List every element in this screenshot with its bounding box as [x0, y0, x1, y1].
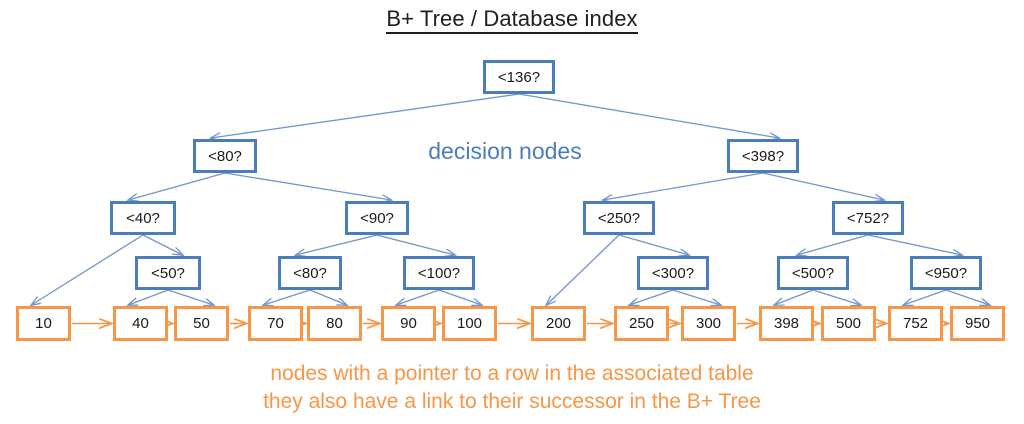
leaf-node-l398[interactable]: 398	[759, 306, 814, 341]
tree-edge-d398-to-d250	[603, 172, 764, 200]
leaf-node-l10[interactable]: 10	[16, 306, 71, 341]
tree-edge-d100-to-l100	[438, 289, 482, 305]
leaf-node-l40[interactable]: 40	[113, 306, 168, 341]
tree-edge-d90-to-d80b	[296, 234, 378, 255]
decision-node-d250[interactable]: <250?	[583, 201, 655, 235]
decision-node-label: <90?	[360, 209, 394, 227]
leaf-node-label: 950	[964, 315, 991, 332]
leaf-node-l752[interactable]: 752	[888, 306, 943, 341]
leaf-node-label: 70	[267, 315, 284, 332]
decision-node-label: <398?	[741, 147, 785, 165]
leaf-node-label: 300	[695, 315, 722, 332]
leaf-node-label: 50	[193, 315, 210, 332]
tree-edge-d300-to-l300	[672, 289, 721, 305]
leaf-node-l200[interactable]: 200	[531, 306, 586, 341]
decision-node-label: <300?	[651, 264, 695, 282]
tree-edge-d950-to-l950	[945, 289, 990, 305]
leaf-node-label: 752	[902, 315, 929, 332]
page-title: B+ Tree / Database index	[0, 6, 1024, 34]
leaf-node-label: 250	[628, 315, 655, 332]
page-title-text: B+ Tree / Database index	[386, 6, 638, 34]
tree-edge-d100-to-l90	[396, 289, 440, 305]
decision-node-label: <50?	[151, 264, 185, 282]
leaf-node-label: 10	[35, 315, 52, 332]
decision-node-d90[interactable]: <90?	[345, 201, 409, 235]
leaf-node-label: 80	[326, 315, 343, 332]
decision-node-d752[interactable]: <752?	[832, 201, 904, 235]
tree-edge-d90-to-d100	[376, 234, 455, 255]
decision-node-d50[interactable]: <50?	[135, 256, 201, 290]
decision-node-label: <80?	[293, 264, 327, 282]
decision-node-d80[interactable]: <80?	[193, 139, 257, 173]
decision-node-d136[interactable]: <136?	[483, 60, 555, 94]
leaf-node-label: 40	[132, 315, 149, 332]
decision-nodes-label: decision nodes	[428, 138, 582, 164]
tree-edge-d80-to-d40	[128, 172, 226, 200]
leaf-node-l950[interactable]: 950	[950, 306, 1005, 341]
decision-node-label: <136?	[497, 68, 541, 86]
decision-node-d100[interactable]: <100?	[403, 256, 475, 290]
tree-edge-d250-to-d300	[618, 234, 689, 255]
decision-node-d40[interactable]: <40?	[110, 201, 176, 235]
leaf-node-l80[interactable]: 80	[307, 306, 362, 341]
tree-edge-d50-to-l50	[167, 289, 214, 305]
decision-node-label: <752?	[846, 209, 890, 227]
decision-node-label: <40?	[126, 209, 160, 227]
leaf-node-label: 100	[456, 315, 483, 332]
leaf-node-l100[interactable]: 100	[442, 306, 497, 341]
tree-edge-d752-to-d950	[867, 234, 962, 255]
leaf-caption-line-1: nodes with a pointer to a row in the ass…	[270, 362, 754, 385]
decision-node-label: <950?	[924, 264, 968, 282]
leaf-node-label: 398	[773, 315, 800, 332]
leaf-node-l70[interactable]: 70	[248, 306, 303, 341]
leaf-node-label: 200	[545, 315, 572, 332]
tree-edge-d80b-to-l70	[263, 289, 311, 305]
tree-edge-d300-to-l250	[629, 289, 674, 305]
leaf-node-label: 500	[835, 315, 862, 332]
leaf-node-l50[interactable]: 50	[174, 306, 229, 341]
tree-edge-d950-to-l752	[903, 289, 947, 305]
tree-edge-d500-to-l500	[812, 289, 861, 305]
decision-node-label: <500?	[791, 264, 835, 282]
decision-node-label: <250?	[597, 209, 641, 227]
leaf-node-l250[interactable]: 250	[614, 306, 669, 341]
tree-edge-d80-to-d90	[224, 172, 391, 200]
decision-node-label: <80?	[208, 147, 242, 165]
tree-edge-d500-to-l398	[774, 289, 814, 305]
decision-node-label: <100?	[417, 264, 461, 282]
leaf-node-label: 90	[400, 315, 417, 332]
tree-edge-d250-to-l200	[546, 234, 620, 305]
decision-node-d500[interactable]: <500?	[777, 256, 849, 290]
leaf-node-l500[interactable]: 500	[821, 306, 876, 341]
tree-edge-d398-to-d752	[762, 172, 884, 200]
tree-edge-d136-to-d398	[518, 93, 779, 138]
tree-edge-d80b-to-l80	[309, 289, 347, 305]
decision-node-d80b[interactable]: <80?	[278, 256, 342, 290]
tree-edge-d40-to-d50	[142, 234, 183, 255]
leaf-caption-line-2: they also have a link to their successor…	[263, 390, 761, 413]
tree-edge-d50-to-l40	[128, 289, 169, 305]
leaf-node-l300[interactable]: 300	[681, 306, 736, 341]
decision-node-d300[interactable]: <300?	[637, 256, 709, 290]
tree-edge-d40-to-l10	[31, 234, 144, 305]
tree-edge-d752-to-d500	[797, 234, 869, 255]
leaf-node-l90[interactable]: 90	[381, 306, 436, 341]
tree-edge-d136-to-d80	[211, 93, 520, 138]
decision-node-d398[interactable]: <398?	[727, 139, 799, 173]
decision-node-d950[interactable]: <950?	[910, 256, 982, 290]
